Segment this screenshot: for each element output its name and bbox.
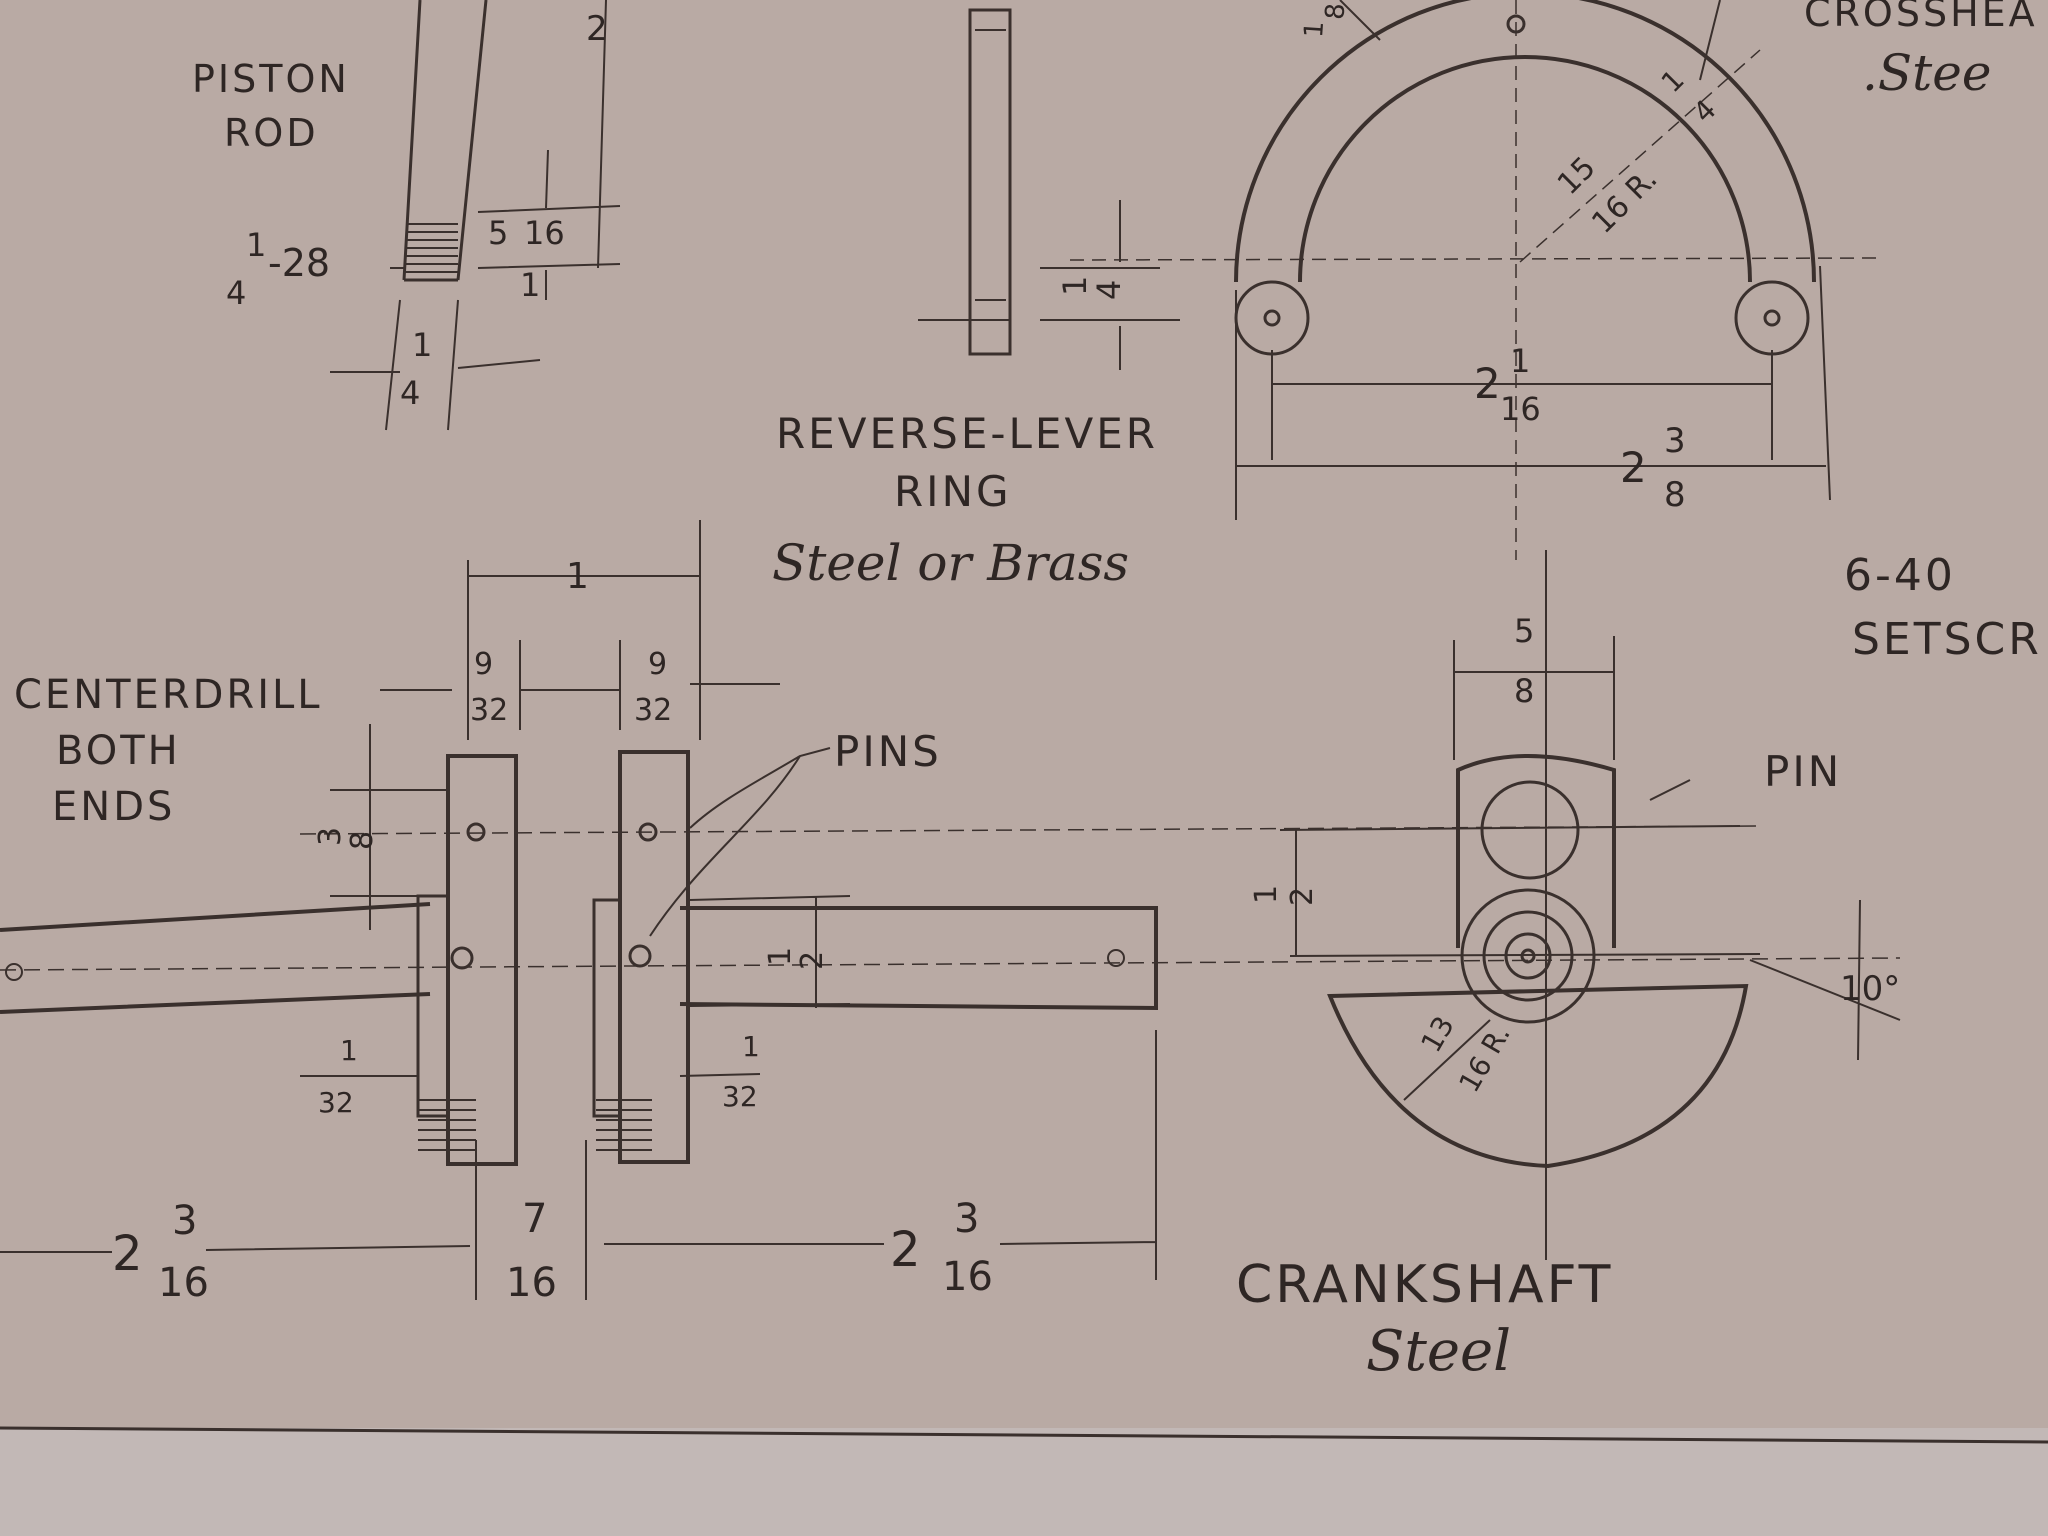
pin-label: PIN [1764, 747, 1842, 796]
right-length-den: 16 [942, 1254, 993, 1300]
piston-rod-view: PISTON ROD 1 4 -28 5 16 1 1 4 2 [192, 0, 621, 431]
sheet-bottom-border [0, 1426, 2048, 1444]
left-length-whole: 2 [112, 1226, 143, 1282]
counterweight-angle: 10° [1840, 969, 1900, 1009]
setscrew-label: SETSCR [1852, 614, 2042, 665]
setscrew-size: 6-40 [1844, 550, 1956, 601]
shaft-diameter-num: 1 [763, 947, 798, 966]
rod-diameter-den: 4 [400, 374, 420, 412]
washer2-num: 1 [742, 1030, 760, 1063]
ring-top-thickness-den: 8 [1320, 2, 1351, 21]
crankshaft-material: Steel [1366, 1319, 1511, 1384]
end-offset-num: 1 [1249, 885, 1284, 904]
mid-length-den: 16 [506, 1260, 557, 1306]
thread-fraction-den: 4 [226, 274, 246, 312]
pins-label: PINS [834, 727, 942, 776]
ring-title-line1: REVERSE-LEVER [776, 409, 1158, 458]
washer2-den: 32 [722, 1080, 758, 1113]
end-width-num: 5 [1514, 612, 1534, 650]
web-thickness-num: 9 [474, 647, 493, 682]
web-thickness-den: 32 [470, 693, 508, 728]
ring-side-view [968, 8, 1012, 356]
crankshaft-view: CENTERDRILL BOTH ENDS PINS PIN 1 9 32 9 … [0, 520, 1901, 1384]
ring-inner-den: 16 [1500, 390, 1541, 428]
desk-surface [0, 1428, 2048, 1536]
piston-rod-title-line2: ROD [224, 111, 319, 155]
centerdrill-line2: BOTH [56, 728, 181, 774]
centerdrill-line3: ENDS [52, 784, 175, 830]
ring-inner-whole: 2 [1474, 359, 1501, 408]
shaft-diameter-den: 2 [795, 951, 830, 970]
ring-thickness-den: 4 [1090, 280, 1128, 300]
rod-length-den: 16 [524, 214, 565, 252]
ring-top-thickness-num: 1 [1299, 20, 1330, 39]
throw-num: 3 [313, 827, 348, 846]
washer-den: 32 [318, 1086, 354, 1119]
centerdrill-line1: CENTERDRILL [14, 672, 323, 718]
rod-length-num-b: 1 [520, 266, 540, 304]
ring-outer-den: 8 [1664, 475, 1686, 515]
washer-num: 1 [340, 1034, 358, 1067]
web-thickness2-den: 32 [634, 693, 672, 728]
rod-diameter-num: 1 [412, 326, 432, 364]
rod-length-num: 5 [488, 214, 508, 252]
web-thickness2-num: 9 [648, 647, 667, 682]
web-spacing: 1 [566, 556, 589, 597]
crankshaft-title: CRANKSHAFT [1236, 1255, 1613, 1315]
rod-top-dimension: 2 [586, 9, 608, 49]
ring-outer-num: 3 [1664, 421, 1686, 461]
ring-title-line2: RING [894, 467, 1012, 516]
ring-thickness-num: 1 [1056, 276, 1094, 296]
crosshead-title: CROSSHEA [1804, 0, 2038, 35]
thread-fraction-num: 1 [246, 226, 266, 264]
ring-inner-num: 1 [1510, 342, 1530, 380]
throw-den: 8 [345, 831, 380, 850]
reverse-lever-ring-view: 1 8 1 4 15 16 R. 1 4 2 1 16 2 3 8 REVERS… [772, 0, 1881, 592]
ring-material: Steel or Brass [772, 534, 1129, 592]
right-length-whole: 2 [890, 1222, 921, 1278]
piston-rod-title-line1: PISTON [192, 57, 350, 101]
thread-pitch: -28 [268, 241, 330, 285]
left-length-den: 16 [158, 1260, 209, 1306]
right-length-num: 3 [954, 1196, 979, 1242]
crosshead-material: .Stee [1862, 44, 1991, 102]
mid-length-num: 7 [522, 1196, 547, 1242]
end-offset-den: 2 [1285, 887, 1320, 906]
end-width-den: 8 [1514, 672, 1534, 710]
ring-outer-whole: 2 [1620, 443, 1647, 492]
left-length-num: 3 [172, 1198, 197, 1244]
